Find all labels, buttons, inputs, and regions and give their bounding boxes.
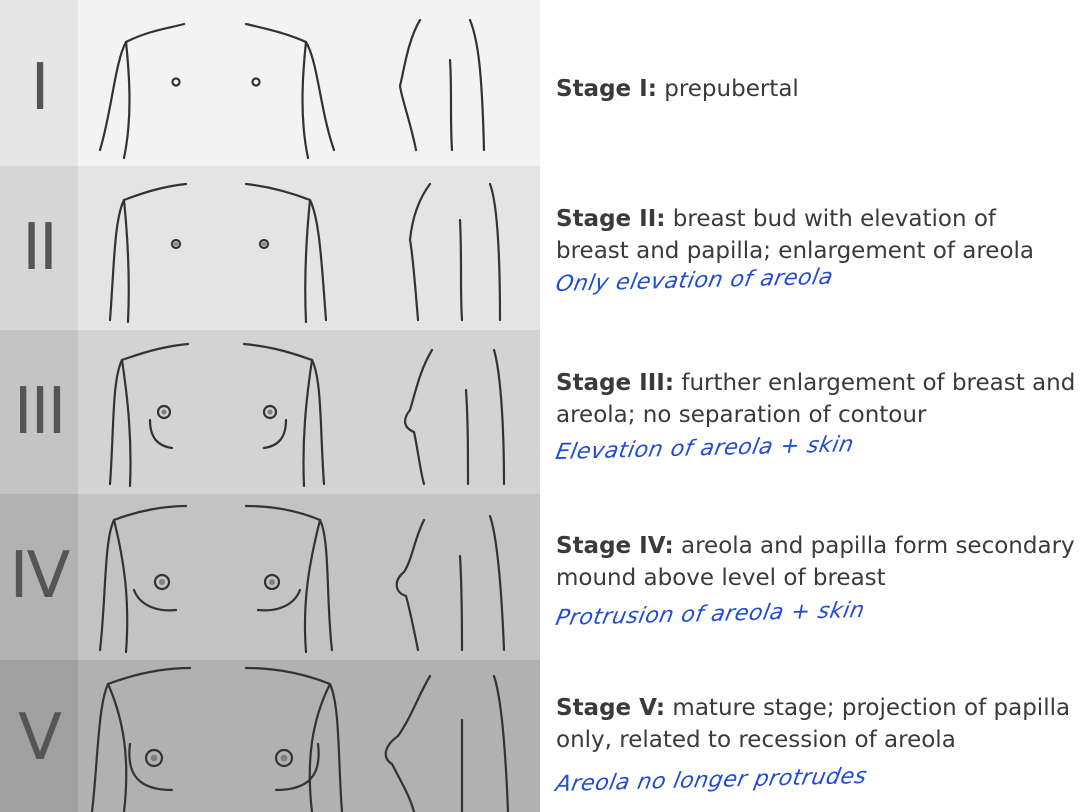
stage-1-description: Stage I: prepubertal	[556, 73, 1076, 105]
stage-3-description: Stage III: further enlargement of breast…	[556, 367, 1076, 431]
stage-4-label: Stage IV:	[556, 533, 674, 559]
stage-5-description: Stage V: mature stage; projection of pap…	[556, 692, 1076, 756]
stage-2-label: Stage II:	[556, 206, 665, 232]
stage-2-side-torso	[410, 184, 500, 320]
tanner-stage-figure: I II III IV V	[0, 0, 540, 812]
torso-illustrations	[0, 0, 540, 812]
stage-3-label: Stage III:	[556, 370, 674, 396]
stage-2-description: Stage II: breast bud with elevation of b…	[556, 203, 1076, 267]
stage-1-side-torso	[400, 20, 484, 150]
stage-5-label: Stage V:	[556, 695, 665, 721]
stage-5-handwritten-note: Areola no longer protrudes	[554, 764, 869, 797]
stage-3-front-torso	[110, 344, 324, 486]
stage-3-side-torso	[405, 350, 504, 484]
stage-2-front-torso	[110, 184, 326, 322]
stage-5-side-torso	[386, 676, 508, 812]
stage-2-handwritten-note: Only elevation of areola	[554, 265, 836, 297]
stage-5-front-torso	[92, 668, 342, 812]
stage-3-handwritten-note: Elevation of areola + skin	[554, 432, 856, 465]
stage-4-front-torso	[100, 506, 332, 652]
stage-4-side-torso	[397, 516, 504, 650]
stage-1-label: Stage I:	[556, 76, 657, 102]
stage-4-handwritten-note: Protrusion of areola + skin	[554, 598, 867, 631]
stage-4-description: Stage IV: areola and papilla form second…	[556, 530, 1076, 594]
stage-1-text: prepubertal	[657, 76, 799, 102]
stage-1-front-torso	[100, 24, 334, 158]
